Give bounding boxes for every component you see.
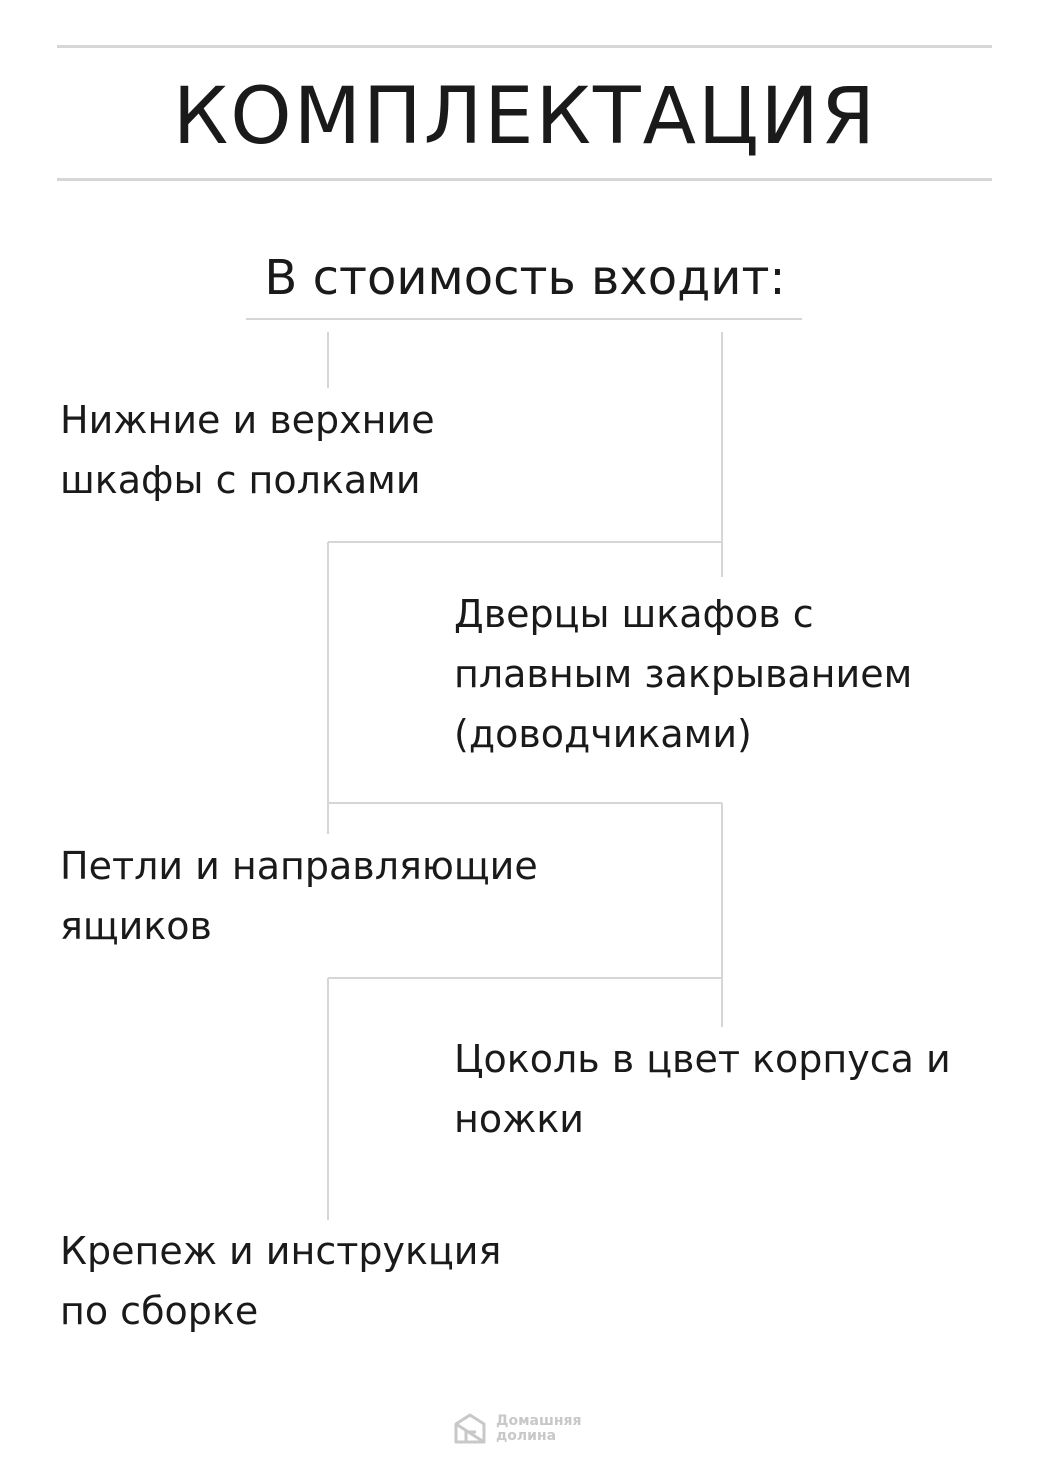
header-top-rule: [57, 45, 992, 48]
brand-logo: Домашняя долина: [452, 1412, 582, 1446]
header-bottom-rule: [57, 178, 992, 181]
section-heading: В стоимость входит:: [264, 250, 786, 306]
house-box-icon: [454, 1413, 486, 1444]
list-item-cabinets: Нижние и верхние шкафы с полками: [60, 398, 435, 502]
list-item-plinth: Цоколь в цвет корпуса и ножки: [454, 1037, 951, 1141]
list-item-hinges: Петли и направляющие ящиков: [60, 844, 538, 948]
brand-logo-text: Домашняя долина: [496, 1413, 582, 1444]
page-title: КОМПЛЕКТАЦИЯ: [172, 72, 878, 162]
list-item-doors: Дверцы шкафов с плавным закрыванием (дов…: [454, 592, 913, 756]
list-item-fasteners: Крепеж и инструкция по сборке: [60, 1229, 502, 1333]
section-heading-underline: [246, 318, 802, 320]
